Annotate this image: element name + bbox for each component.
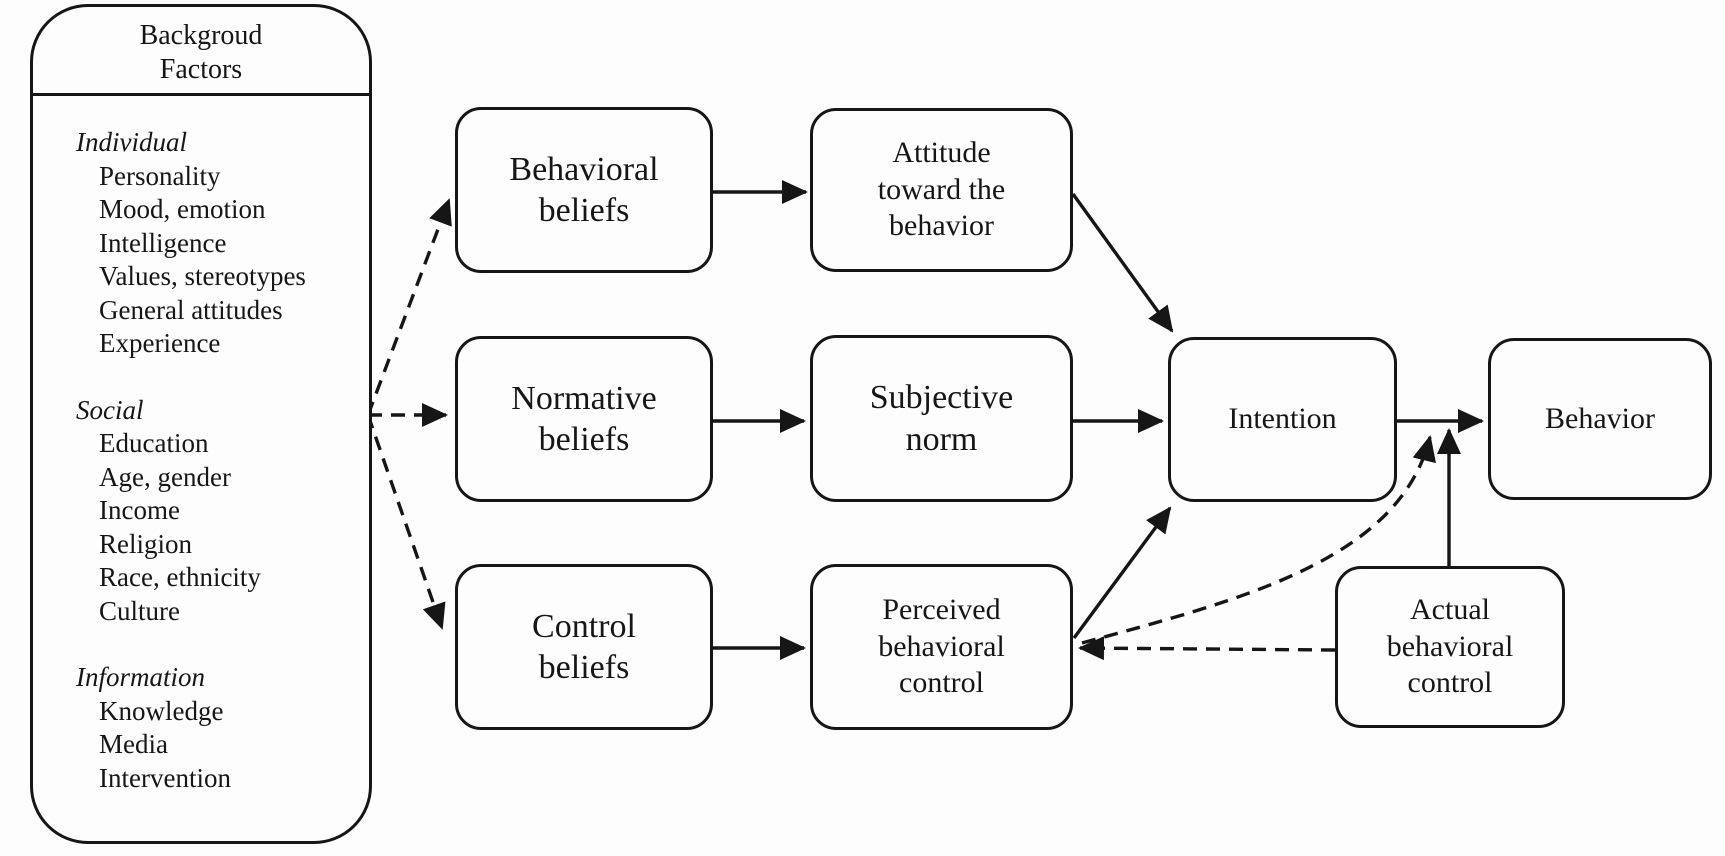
group-information: Information Knowledge Media Intervention — [76, 661, 359, 795]
node-behavior: Behavior — [1488, 338, 1712, 500]
edge-background-to-control — [366, 414, 446, 630]
node-perceived-behavioral-control-label: Perceived behavioral control — [878, 593, 1005, 700]
background-factors-panel: Backgroud Factors Individual Personality… — [30, 4, 372, 844]
list-item: Education — [99, 428, 209, 458]
list-item: Religion — [99, 528, 192, 559]
list-item: General attitudes — [99, 294, 283, 325]
background-factors-list: Individual Personality Mood, emotion Int… — [33, 96, 369, 795]
list-item: Income — [99, 495, 180, 525]
node-perceived-behavioral-control: Perceived behavioral control — [810, 564, 1073, 730]
node-attitude-toward-the-behavior: Attitude toward the behavior — [810, 108, 1073, 272]
node-control-beliefs: Control beliefs — [455, 564, 713, 730]
list-item: Culture — [99, 595, 180, 626]
list-item: Personality — [99, 160, 221, 191]
edge-perceived-to-intention — [1072, 506, 1172, 640]
list-item: Race, ethnicity — [99, 562, 261, 592]
list-item: Media — [99, 729, 168, 759]
node-intention-label: Intention — [1228, 402, 1337, 436]
node-behavioral-beliefs: Behavioral beliefs — [455, 107, 713, 273]
node-subjective-norm-label: Subjective norm — [869, 379, 1014, 458]
list-item: Knowledge — [99, 695, 224, 726]
list-item: Intelligence — [99, 227, 227, 258]
list-item: Experience — [99, 328, 221, 358]
node-actual-behavioral-control-label: Actual behavioral control — [1386, 593, 1514, 700]
list-item: Values, stereotypes — [99, 261, 306, 291]
node-actual-behavioral-control: Actual behavioral control — [1335, 566, 1565, 728]
node-behavior-label: Behavior — [1545, 401, 1655, 435]
node-normative-beliefs-label: Normative beliefs — [511, 379, 657, 458]
group-individual-label: Individual — [76, 127, 187, 157]
group-social: Social Education Age, gender Income Reli… — [76, 394, 359, 629]
list-item: Intervention — [99, 762, 231, 793]
node-intention: Intention — [1168, 337, 1397, 502]
edge-background-to-behavioral — [366, 198, 452, 416]
node-behavioral-beliefs-label: Behavioral beliefs — [509, 150, 659, 229]
background-factors-title: Backgroud Factors — [33, 7, 369, 96]
group-information-label: Information — [76, 662, 206, 692]
edge-perceived-to-intention-behavior-link — [1081, 435, 1436, 645]
node-subjective-norm: Subjective norm — [810, 335, 1073, 502]
node-attitude-label: Attitude toward the behavior — [877, 136, 1006, 243]
group-individual: Individual Personality Mood, emotion Int… — [76, 126, 359, 361]
group-social-label: Social — [76, 394, 144, 425]
node-normative-beliefs: Normative beliefs — [455, 336, 713, 502]
edge-attitude-to-intention — [1071, 193, 1174, 333]
node-control-beliefs-label: Control beliefs — [532, 607, 636, 686]
list-item: Mood, emotion — [99, 194, 266, 224]
edge-actual-to-perceived — [1078, 636, 1336, 661]
list-item: Age, gender — [99, 461, 231, 492]
